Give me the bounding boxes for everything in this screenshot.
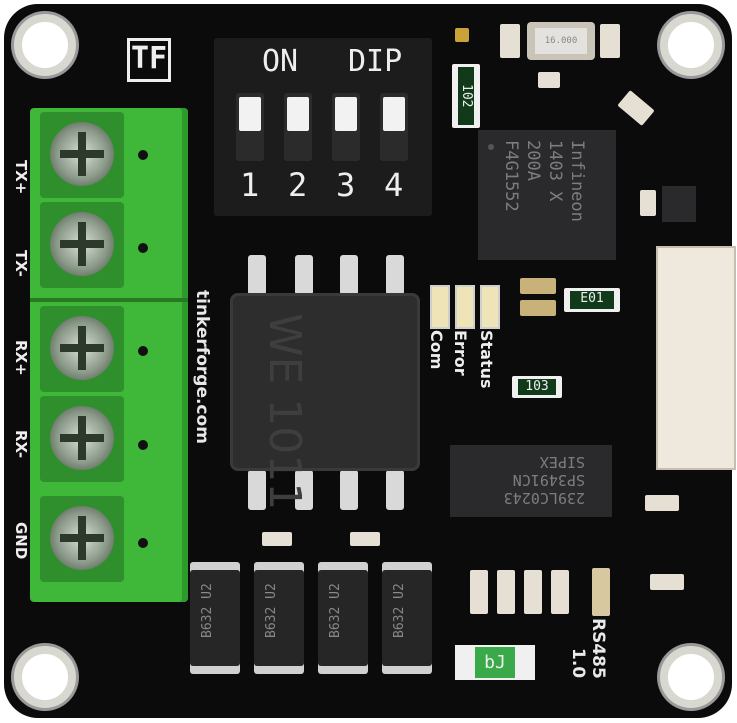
resistor-network-103: 103 <box>512 376 562 398</box>
smd-resistor <box>350 532 380 546</box>
resistor-network-102: 102 <box>452 64 480 128</box>
dip-slider-4[interactable] <box>380 93 408 161</box>
mounting-hole <box>660 14 722 76</box>
mcu-line-3: F4G1552 <box>501 140 521 212</box>
smd-resistor <box>470 570 488 614</box>
smd-capacitor <box>600 24 620 58</box>
smd-resistor <box>524 570 542 614</box>
label-tx-minus: TX- <box>12 250 30 277</box>
dip-switch: ON DIP 1 2 3 4 <box>214 38 432 216</box>
led-com <box>430 285 450 329</box>
inductor-pin <box>386 255 404 295</box>
inductor-pin <box>248 255 266 295</box>
dip-number-1: 1 <box>240 166 260 204</box>
terminal-hole <box>138 538 148 548</box>
smd-capacitor <box>520 278 556 294</box>
inductor: WE 1011 <box>230 293 420 510</box>
inductor-pin <box>295 470 313 510</box>
dip-number-2: 2 <box>288 166 308 204</box>
dip-label: DIP <box>348 44 403 79</box>
smd-capacitor <box>640 190 656 216</box>
infineon-mcu: Infineon 1403 X 200A F4G1552 <box>478 130 616 260</box>
terminal-divider <box>30 298 188 302</box>
fuse-marking: bJ <box>475 647 515 678</box>
inductor-pin <box>295 255 313 295</box>
smd-resistor <box>262 532 292 546</box>
dip-slider-1[interactable] <box>236 93 264 161</box>
label-tx-plus: TX+ <box>12 160 30 195</box>
transceiver-line-1: 239LC0243 <box>503 489 585 507</box>
terminal-screw-tx-plus[interactable] <box>40 112 124 198</box>
tvs-diode: B632 U2 <box>190 570 240 666</box>
dip-slider-2[interactable] <box>284 93 312 161</box>
dip-number-4: 4 <box>384 166 404 204</box>
terminal-screw-tx-minus[interactable] <box>40 202 124 288</box>
smd-resistor <box>551 570 569 614</box>
inductor-pin <box>340 470 358 510</box>
label-gnd: GND <box>12 522 30 560</box>
tinkerforge-logo: TF <box>127 38 171 82</box>
mounting-hole <box>14 14 76 76</box>
mcu-line-2: 200A <box>523 140 543 181</box>
terminal-hole <box>138 440 148 450</box>
tvs-diode: B632 U2 <box>318 570 368 666</box>
terminal-screw-rx-plus[interactable] <box>40 306 124 392</box>
terminal-screw-gnd[interactable] <box>40 496 124 582</box>
smd-capacitor <box>650 574 684 590</box>
terminal-hole <box>138 150 148 160</box>
bricklet-connector[interactable] <box>656 246 736 470</box>
led-label-status: Status <box>477 330 496 389</box>
product-version: 1.0 <box>568 648 588 679</box>
crystal-marking: 16.000 <box>535 28 587 54</box>
smd-capacitor <box>500 24 520 58</box>
mounting-hole <box>14 646 76 708</box>
dip-on-label: ON <box>262 44 299 79</box>
rs485-transceiver: 239LC0243 SP3491CN SIPEX <box>450 445 612 517</box>
smd-capacitor <box>592 568 610 616</box>
label-rx-minus: RX- <box>12 430 30 459</box>
smd-capacitor <box>520 300 556 316</box>
inductor-pin <box>386 470 404 510</box>
mcu-line-1: 1403 X <box>545 140 565 202</box>
inductor-marking: WE 1011 <box>259 313 310 511</box>
transceiver-brand: SIPEX <box>539 453 585 471</box>
inductor-pin <box>340 255 358 295</box>
fuse: bJ <box>455 645 535 680</box>
terminal-hole <box>138 346 148 356</box>
dip-number-3: 3 <box>336 166 356 204</box>
label-rx-plus: RX+ <box>12 340 30 376</box>
tvs-diode: B632 U2 <box>254 570 304 666</box>
smd-resistor <box>538 72 560 88</box>
led-status <box>480 285 500 329</box>
smd-capacitor <box>645 495 679 511</box>
transceiver-line-2: SP3491CN <box>512 471 585 489</box>
mcu-brand: Infineon <box>567 140 587 222</box>
terminal-hole <box>138 243 148 253</box>
inductor-pin <box>248 470 266 510</box>
led-label-com: Com <box>427 330 446 370</box>
led-label-error: Error <box>451 330 470 376</box>
smd-resistor <box>497 570 515 614</box>
terminal-screw-rx-minus[interactable] <box>40 396 124 482</box>
product-name: RS485 <box>588 618 608 679</box>
tvs-diode: B632 U2 <box>382 570 432 666</box>
small-ic <box>662 186 696 222</box>
crystal-oscillator: 16.000 <box>527 22 595 60</box>
smd-component <box>455 28 469 42</box>
mounting-hole <box>660 646 722 708</box>
dip-slider-3[interactable] <box>332 93 360 161</box>
website-silkscreen: tinkerforge.com <box>192 290 212 444</box>
led-error <box>455 285 475 329</box>
resistor-network-e01: E01 <box>564 288 620 312</box>
